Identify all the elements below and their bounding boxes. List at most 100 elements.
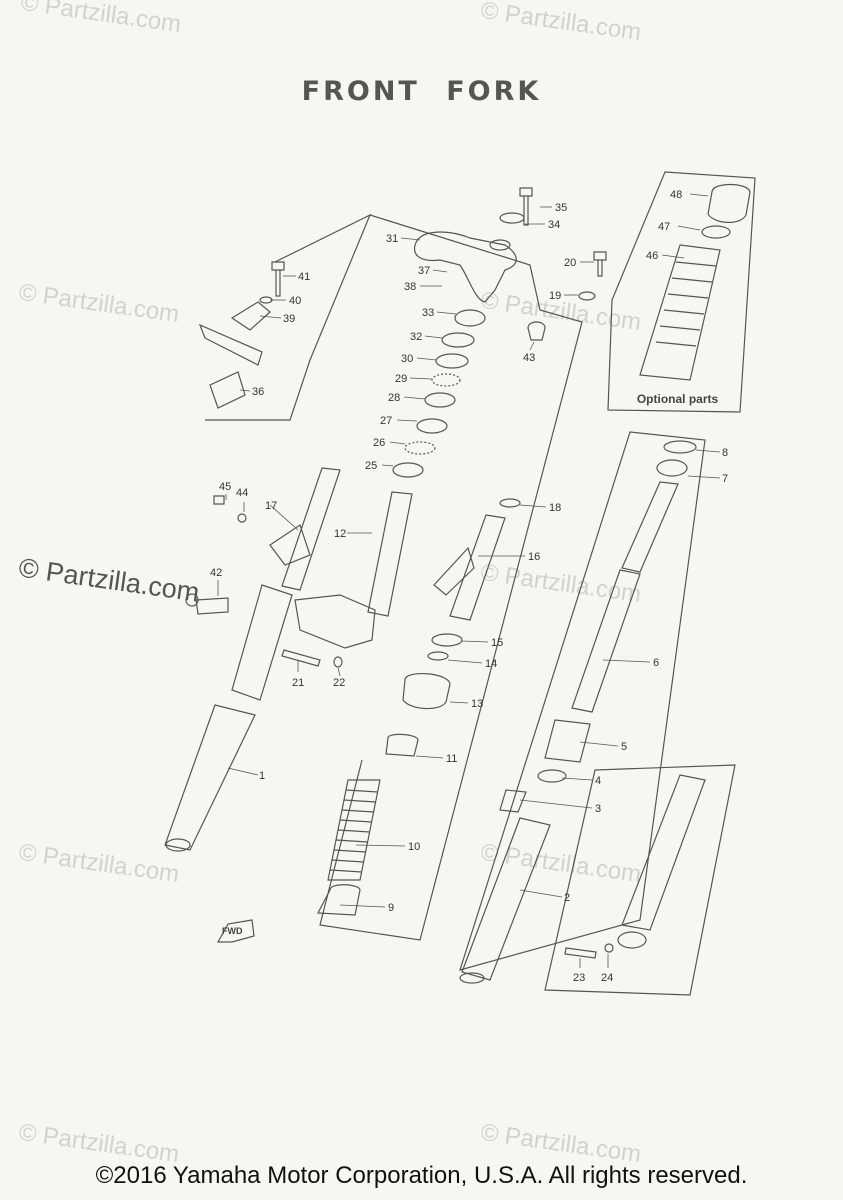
callout-21: 21 <box>292 677 304 689</box>
under-bracket <box>294 594 376 649</box>
diagram-title: FRONT FORK <box>301 76 542 107</box>
callout-15: 15 <box>491 637 503 649</box>
fwd-label: FWD <box>222 926 243 936</box>
washer-19 <box>578 291 596 301</box>
callout-14: 14 <box>485 658 497 670</box>
callout-39: 39 <box>283 313 295 325</box>
race-25 <box>392 462 424 478</box>
callout-43: 43 <box>523 352 535 364</box>
callout-28: 28 <box>388 392 400 404</box>
piston-3 <box>499 789 527 813</box>
callout-20: 20 <box>564 257 576 269</box>
bolt-45 <box>213 495 225 505</box>
bolt-21 <box>281 649 321 667</box>
callout-35: 35 <box>555 202 567 214</box>
axle-boss-3 <box>617 931 647 949</box>
seal-15 <box>431 633 463 647</box>
callout-34: 34 <box>548 219 560 231</box>
tube-6a <box>621 481 679 573</box>
callout-30: 30 <box>401 353 413 365</box>
fwd-arrow <box>216 919 255 943</box>
fork-spring-assembly <box>231 584 293 701</box>
frame-center <box>319 214 583 941</box>
ring-nut-33 <box>454 309 486 327</box>
washer-44 <box>237 513 247 523</box>
callout-12: 12 <box>334 528 346 540</box>
balls-26 <box>404 441 436 455</box>
callout-1: 1 <box>259 770 265 782</box>
ring-18 <box>499 498 521 508</box>
callout-44: 44 <box>236 487 248 499</box>
callout-38: 38 <box>404 281 416 293</box>
axle-boss <box>165 838 191 852</box>
cover-13 <box>402 673 451 710</box>
ring-47 <box>701 225 731 239</box>
callout-48: 48 <box>670 189 682 201</box>
callout-36: 36 <box>252 386 264 398</box>
handlebar <box>198 323 263 366</box>
seat-9 <box>317 884 361 916</box>
callout-6: 6 <box>653 657 659 669</box>
bolt-41 <box>271 261 285 297</box>
cap-43 <box>527 321 546 341</box>
bracket-16 <box>433 546 475 596</box>
leader-lines <box>217 193 721 968</box>
callout-16: 16 <box>528 551 540 563</box>
callout-41: 41 <box>298 271 310 283</box>
callout-22: 22 <box>333 677 345 689</box>
callout-40: 40 <box>289 295 301 307</box>
ring-30 <box>435 353 469 369</box>
callout-3: 3 <box>595 803 601 815</box>
copyright-notice: ©2016 Yamaha Motor Corporation, U.S.A. A… <box>95 1162 748 1189</box>
callout-10: 10 <box>408 841 420 853</box>
race-28 <box>424 392 456 408</box>
clip-42 <box>185 593 199 607</box>
bolt-35 <box>519 187 533 226</box>
handle-holder-39 <box>230 301 271 331</box>
outer-tube-2 <box>461 817 551 981</box>
frame-left-handle <box>205 213 372 421</box>
handle-holder-36 <box>209 371 246 409</box>
callout-13: 13 <box>471 698 483 710</box>
cap-48 <box>707 183 751 223</box>
callout-23: 23 <box>573 972 585 984</box>
washer-34 <box>499 212 525 224</box>
tube-16 <box>449 514 506 621</box>
fork-outer-1 <box>164 704 256 851</box>
callout-47: 47 <box>658 221 670 233</box>
callout-27: 27 <box>380 415 392 427</box>
bolt-20 <box>593 251 607 277</box>
tube-6b <box>571 569 641 713</box>
callout-11: 11 <box>446 753 457 765</box>
callout-25: 25 <box>365 460 377 472</box>
callout-37: 37 <box>418 265 430 277</box>
washer-22 <box>333 656 343 668</box>
clip-14 <box>427 651 449 661</box>
spring-10 <box>327 779 381 881</box>
lower-fork-right <box>621 774 706 931</box>
callout-42: 42 <box>210 567 222 579</box>
bushing-7 <box>656 459 688 477</box>
race-27 <box>416 418 448 434</box>
boot-46 <box>639 244 721 381</box>
callout-7: 7 <box>722 473 728 485</box>
frame-lower-right <box>544 764 736 996</box>
upper-bracket <box>414 231 517 303</box>
callout-19: 19 <box>549 290 561 302</box>
callout-9: 9 <box>388 902 394 914</box>
tube-17 <box>281 467 341 591</box>
bracket-17 <box>269 524 311 566</box>
frame-optional <box>607 171 756 413</box>
callout-24: 24 <box>601 972 613 984</box>
callout-33: 33 <box>422 307 434 319</box>
callout-17: 17 <box>265 500 277 512</box>
optional-parts-label: Optional parts <box>636 392 719 406</box>
callout-26: 26 <box>373 437 385 449</box>
callout-45: 45 <box>219 481 231 493</box>
collar-11 <box>385 733 419 757</box>
ring-4 <box>537 769 567 783</box>
callout-5: 5 <box>621 741 627 753</box>
callout-32: 32 <box>410 331 422 343</box>
callout-2: 2 <box>564 892 570 904</box>
callout-18: 18 <box>549 502 561 514</box>
